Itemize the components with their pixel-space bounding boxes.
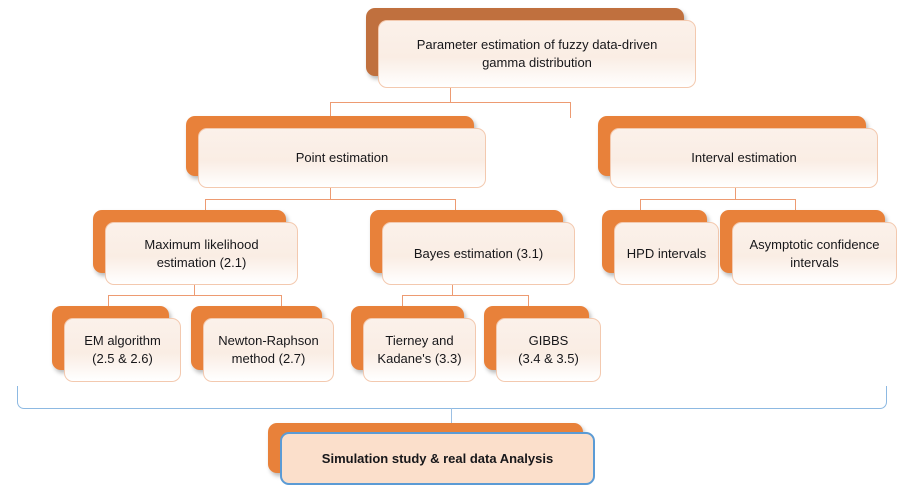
connector-point-estimation-bus [205,199,455,200]
node-tierney-face: Tierney and Kadane's (3.3) [363,318,476,382]
node-interval-estimation-face: Interval estimation [610,128,878,188]
node-newton-label: Newton-Raphson method (2.7) [218,333,319,366]
node-newton-raphson-method[interactable]: Newton-Raphson method (2.7) [191,306,334,382]
node-bayes-estimation[interactable]: Bayes estimation (3.1) [370,210,575,285]
connector-interval-estimation-stem [735,185,736,199]
connector-drop-bayes [455,199,456,211]
connector-drop-hpd [640,199,641,211]
connector-drop-point-estimation [330,102,331,118]
node-hpd-intervals[interactable]: HPD intervals [602,210,719,285]
node-hpd-face: HPD intervals [614,222,719,285]
summary-bracket [17,386,887,409]
connector-drop-em [108,295,109,307]
node-asymptotic-label: Asymptotic confidence intervals [749,236,880,270]
node-interval-estimation-label: Interval estimation [691,150,797,165]
node-tierney-and-kadanes[interactable]: Tierney and Kadane's (3.3) [351,306,476,382]
node-bayes-label: Bayes estimation (3.1) [413,245,544,261]
node-point-estimation-face: Point estimation [198,128,486,188]
node-bayes-face: Bayes estimation (3.1) [382,222,575,285]
node-point-estimation-label: Point estimation [295,150,389,165]
connector-root-stem [450,85,451,102]
connector-level1-bus [330,102,570,103]
connector-drop-gibbs [528,295,529,307]
node-maximum-likelihood-estimation[interactable]: Maximum likelihood estimation (2.1) [93,210,298,285]
node-gibbs[interactable]: GIBBS (3.4 & 3.5) [484,306,601,382]
node-em-face: EM algorithm (2.5 & 2.6) [64,318,181,382]
node-root-face: Parameter estimation of fuzzy data-drive… [378,20,696,88]
node-point-estimation[interactable]: Point estimation [186,116,486,188]
node-newton-face: Newton-Raphson method (2.7) [203,318,334,382]
connector-interval-estimation-bus [640,199,795,200]
node-simulation-study-face: Simulation study & real data Analysis [280,432,595,485]
connector-drop-mle [205,199,206,211]
connector-bayes-bus [402,295,528,296]
node-mle-label: Maximum likelihood estimation (2.1) [144,236,259,270]
node-tierney-label: Tierney and Kadane's (3.3) [377,333,462,366]
node-simulation-study[interactable]: Simulation study & real data Analysis [268,423,595,485]
node-asymptotic-confidence-intervals[interactable]: Asymptotic confidence intervals [720,210,897,285]
connector-mle-stem [194,283,195,295]
node-gibbs-face: GIBBS (3.4 & 3.5) [496,318,601,382]
node-asymptotic-face: Asymptotic confidence intervals [732,222,897,285]
node-em-label: EM algorithm (2.5 & 2.6) [84,333,161,366]
connector-point-estimation-stem [330,185,331,199]
node-root[interactable]: Parameter estimation of fuzzy data-drive… [366,8,696,88]
node-mle-face: Maximum likelihood estimation (2.1) [105,222,298,285]
connector-drop-tierney [402,295,403,307]
node-root-label: Parameter estimation of fuzzy data-drive… [416,37,658,70]
node-em-algorithm[interactable]: EM algorithm (2.5 & 2.6) [52,306,181,382]
connector-drop-asymptotic [795,199,796,211]
node-gibbs-label: GIBBS (3.4 & 3.5) [518,333,579,366]
connector-drop-interval-estimation [570,102,571,118]
connector-drop-newton [281,295,282,307]
node-interval-estimation[interactable]: Interval estimation [598,116,878,188]
summary-bracket-stem [451,408,452,430]
node-simulation-study-label: Simulation study & real data Analysis [321,450,554,466]
connector-mle-bus [108,295,281,296]
node-hpd-label: HPD intervals [626,245,707,261]
connector-bayes-stem [452,283,453,295]
